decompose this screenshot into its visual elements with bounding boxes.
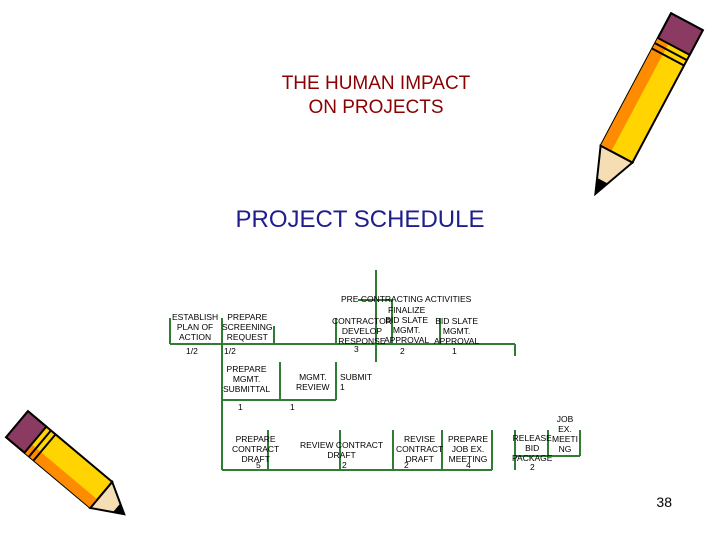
page-title-line1: THE HUMAN IMPACT <box>281 73 471 94</box>
node-review-contract-draft: REVIEW CONTRACT DRAFT <box>300 440 384 460</box>
node-revise-contract-duration: 2 <box>404 460 409 470</box>
node-prepare-screening: PREPARE SCREENING REQUEST <box>222 312 273 342</box>
node-prepare-mgmt-submittal: PREPARE MGMT. SUBMITTAL <box>223 364 271 394</box>
node-release-bid-duration: 2 <box>530 462 535 472</box>
node-contractor-develop-duration: 3 <box>354 344 359 354</box>
node-review-contract-duration: 2 <box>342 460 347 470</box>
node-contractor-develop: CONTRACTOR DEVELOP RESPONSE <box>332 316 392 346</box>
pencil-bottom-left-icon <box>4 409 126 516</box>
pencil-top-right-icon <box>594 11 705 197</box>
node-prepare-contract-draft: PREPARE CONTRACT DRAFT <box>232 434 280 464</box>
node-establish-duration: 1/2 <box>186 346 198 356</box>
node-bid-slate-approval: BID SLATE MGMT. APPROVAL <box>434 316 480 346</box>
page-subtitle: PROJECT SCHEDULE <box>235 206 485 233</box>
node-establish-plan: ESTABLISH PLAN OF ACTION <box>172 312 219 342</box>
node-prepare-job-duration: 4 <box>466 460 471 470</box>
node-bid-slate-duration: 1 <box>452 346 457 356</box>
node-release-bid-package: RELEASE BID PACKAGE <box>512 433 553 463</box>
node-prepare-contract-duration: 5 <box>256 460 261 470</box>
page-title-line2: ON PROJECTS <box>308 97 444 118</box>
node-revise-contract-draft: REVISE CONTRACT DRAFT <box>396 434 444 464</box>
node-prepare-mgmt-duration: 1 <box>238 402 243 412</box>
node-submit: SUBMIT <box>340 372 373 382</box>
node-mgmt-review: MGMT. REVIEW <box>296 372 330 392</box>
node-prepare-job-ex-meeting: PREPARE JOB EX. MEETING <box>448 434 488 464</box>
node-mgmt-review-duration: 1 <box>290 402 295 412</box>
node-finalize-bid-slate: FINALIZE BID SLATE MGMT. APPROVAL <box>384 305 430 345</box>
node-prepare-screening-duration: 1/2 <box>224 346 236 356</box>
precontracting-header: PRE CONTRACTING ACTIVITIES <box>341 294 472 304</box>
node-job-ex-meeting: JOB EX. MEETI NG <box>552 414 578 454</box>
node-finalize-duration: 2 <box>400 346 405 356</box>
page-number: 38 <box>656 494 672 510</box>
node-submit-duration: 1 <box>340 382 345 392</box>
